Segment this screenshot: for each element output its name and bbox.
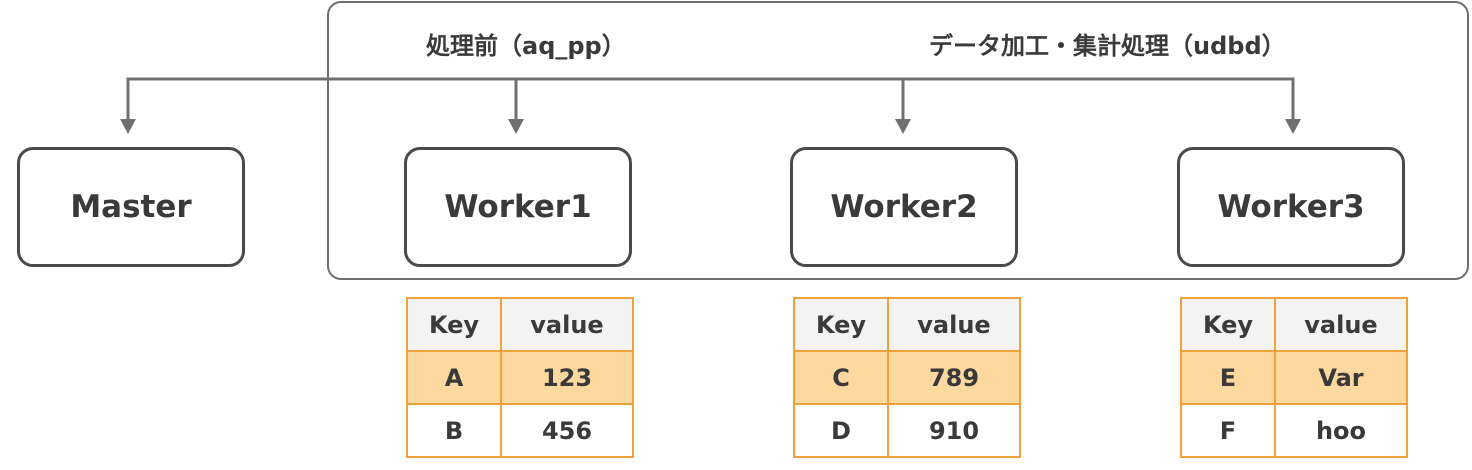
worker2-node-label: Worker2 [830, 189, 978, 225]
key-cell: D [793, 403, 889, 458]
arrowhead-worker1 [508, 119, 524, 134]
worker2-kv-table: Key value C 789 D 910 [793, 297, 1021, 458]
value-cell: hoo [1274, 403, 1408, 458]
key-cell: E [1180, 350, 1276, 405]
key-cell: B [406, 403, 502, 458]
table-header-row: Key value [406, 297, 634, 352]
key-column-header: Key [1180, 297, 1276, 352]
worker1-node-label: Worker1 [444, 189, 592, 225]
worker3-node-label: Worker3 [1217, 189, 1365, 225]
table-row: C 789 [793, 350, 1021, 405]
worker3-kv-table: Key value E Var F hoo [1180, 297, 1408, 458]
worker2-node: Worker2 [790, 147, 1018, 267]
key-column-header: Key [793, 297, 889, 352]
table-row: F hoo [1180, 403, 1408, 458]
value-cell: 910 [887, 403, 1021, 458]
table-header-row: Key value [1180, 297, 1408, 352]
phase-label-aggregate: データ加工・集計処理（udbd） [929, 32, 1286, 60]
value-cell: 123 [500, 350, 634, 405]
key-cell: C [793, 350, 889, 405]
value-column-header: value [500, 297, 634, 352]
key-column-header: Key [406, 297, 502, 352]
key-cell: A [406, 350, 502, 405]
worker1-node: Worker1 [404, 147, 632, 267]
worker3-node: Worker3 [1177, 147, 1405, 267]
master-node-label: Master [70, 189, 192, 225]
value-column-header: value [887, 297, 1021, 352]
arrowhead-worker3 [1285, 119, 1301, 134]
value-cell: 789 [887, 350, 1021, 405]
value-column-header: value [1274, 297, 1408, 352]
value-cell: Var [1274, 350, 1408, 405]
table-row: B 456 [406, 403, 634, 458]
arrowhead-master [120, 119, 136, 134]
table-header-row: Key value [793, 297, 1021, 352]
phase-label-preprocess: 処理前（aq_pp） [426, 32, 626, 60]
value-cell: 456 [500, 403, 634, 458]
distribution-bus-line [126, 77, 1295, 131]
arrowhead-worker2 [895, 119, 911, 134]
table-row: D 910 [793, 403, 1021, 458]
worker1-kv-table: Key value A 123 B 456 [406, 297, 634, 458]
key-cell: F [1180, 403, 1276, 458]
worker-group-frame [327, 1, 1469, 280]
table-row: E Var [1180, 350, 1408, 405]
table-row: A 123 [406, 350, 634, 405]
master-node: Master [17, 147, 245, 267]
